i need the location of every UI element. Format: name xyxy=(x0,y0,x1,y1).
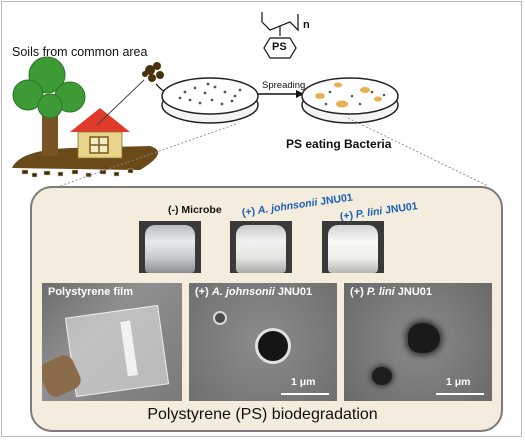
micrograph-johnsonii: (+) A. johnsonii JNU01 1 μm xyxy=(189,283,337,401)
micrograph-lini: (+) P. lini JNU01 1 μm xyxy=(344,283,492,401)
petri-dish-soil xyxy=(161,77,259,124)
micrograph-film-label: Polystyrene film xyxy=(48,286,133,298)
polystyrene-structure xyxy=(261,12,299,59)
petri-dish-bacteria xyxy=(301,77,399,124)
soil-pebbles xyxy=(21,168,134,178)
house-roof xyxy=(70,108,130,132)
spreading-label: Spreading xyxy=(262,80,306,91)
scale-bar-lini xyxy=(436,393,484,395)
scale-bar-johnsonii xyxy=(281,393,329,395)
micrograph-film: Polystyrene film xyxy=(42,283,182,401)
tree-trunk xyxy=(42,108,58,156)
zoom-line-right xyxy=(347,117,489,186)
vial-photo-lini xyxy=(322,221,384,273)
soil-sample-icon xyxy=(142,62,164,82)
vial-photo-johnsonii xyxy=(230,221,292,273)
vial-photo-control xyxy=(139,221,201,273)
scale-label-johnsonii: 1 μm xyxy=(291,376,316,388)
micrograph-lini-label: (+) P. lini JNU01 xyxy=(350,286,433,298)
polymer-subscript: n xyxy=(303,19,310,31)
top-schematic xyxy=(12,12,489,186)
sample-pointer xyxy=(96,79,145,126)
micrograph-johnsonii-label: (+) A. johnsonii JNU01 xyxy=(195,286,313,298)
tree-crown xyxy=(12,56,86,119)
figure-caption: Polystyrene (PS) biodegradation xyxy=(147,406,378,423)
scale-label-lini: 1 μm xyxy=(446,376,471,388)
polymer-letters: PS xyxy=(272,41,287,53)
zoom-line-left xyxy=(59,123,237,186)
soil-label: Soils from common area xyxy=(12,45,148,59)
vial-label-control: (-) Microbe xyxy=(168,204,222,216)
ps-eating-bacteria-label: PS eating Bacteria xyxy=(286,137,392,151)
